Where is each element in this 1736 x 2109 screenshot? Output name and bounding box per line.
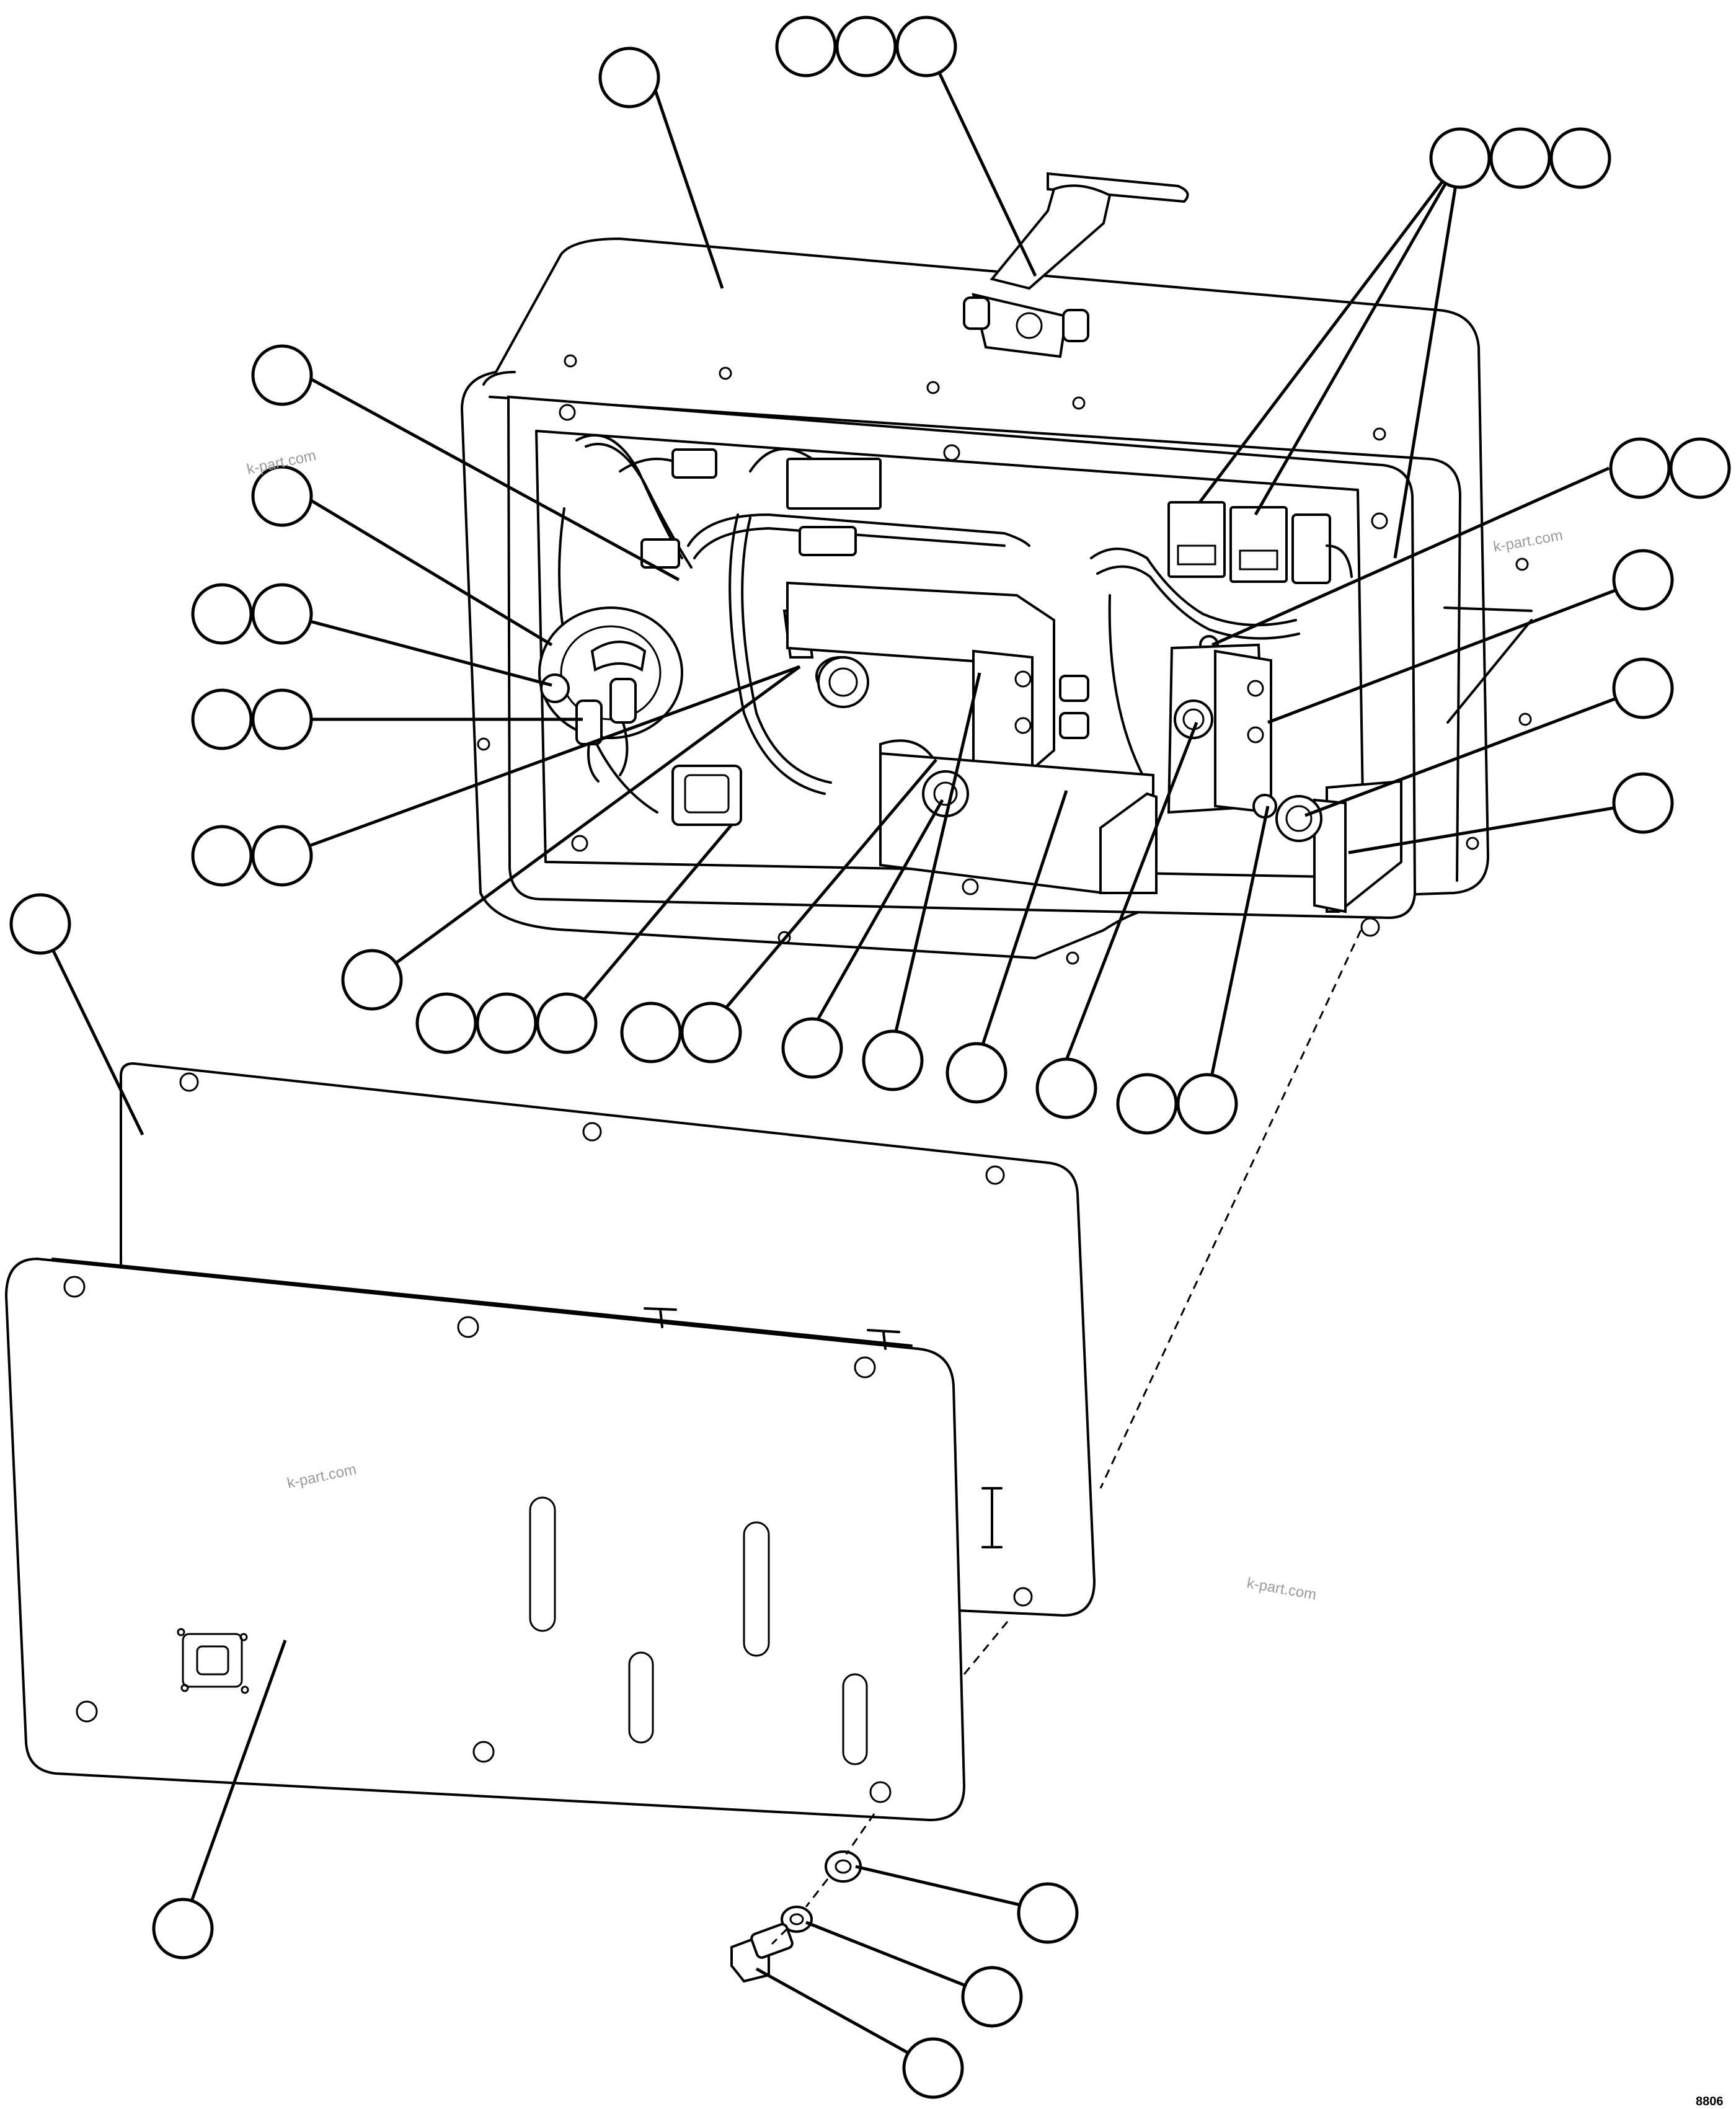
assembly-lines	[771, 930, 1362, 1945]
callout-bubble	[1116, 1073, 1178, 1135]
callout-bubble	[191, 688, 253, 750]
callout-bubble	[341, 949, 403, 1011]
bulkhead-fittings	[817, 656, 1322, 842]
callout-bubble	[251, 825, 313, 887]
callout-bubble	[1612, 549, 1674, 611]
cover-connector-cutout	[177, 1628, 249, 1694]
leader-lines	[38, 45, 1644, 2067]
callout-bubble	[1429, 127, 1491, 189]
callout-bubble	[775, 16, 837, 78]
callout-bubble	[961, 1966, 1023, 2028]
callout-bubble	[1612, 772, 1674, 834]
callout-bubble	[1489, 127, 1551, 189]
callout-bubble	[1549, 127, 1611, 189]
vent-slots	[529, 1496, 868, 1765]
callout-bubble	[781, 1017, 843, 1079]
callout-bubble	[9, 893, 71, 955]
callout-bubble	[902, 2037, 964, 2099]
callout-bubble	[895, 16, 957, 78]
handle-bracket	[963, 172, 1189, 358]
fasteners	[730, 1850, 862, 1983]
callout-bubble	[620, 1001, 682, 1063]
cover-holes	[63, 1276, 892, 1803]
callout-bubble	[191, 825, 253, 887]
callout-bubble	[1669, 437, 1731, 499]
callout-bubble	[415, 992, 477, 1054]
heater-fitting	[538, 606, 683, 783]
callout-bubbles	[9, 16, 1731, 2099]
callout-bubble	[152, 1898, 214, 1960]
callout-bubble	[251, 344, 313, 406]
front-cover	[4, 1257, 966, 1822]
watermark: k-part.com	[1492, 527, 1564, 556]
callout-bubble	[251, 583, 313, 645]
callout-bubble	[1035, 1057, 1097, 1119]
callout-bubble	[251, 688, 313, 750]
callout-bubble	[1609, 437, 1671, 499]
callout-bubble	[835, 16, 897, 78]
drawing-code: 8806	[1696, 2095, 1724, 2108]
callout-bubble	[1176, 1073, 1238, 1135]
callout-bubble	[191, 583, 253, 645]
callout-bubble	[680, 1001, 742, 1063]
callout-bubble	[598, 47, 660, 109]
callout-bubble	[862, 1029, 924, 1091]
callout-bubble	[1612, 657, 1674, 719]
mounting-brackets	[786, 581, 1402, 913]
callout-bubble	[946, 1042, 1008, 1104]
callout-bubble	[476, 992, 538, 1054]
callout-bubble	[1017, 1882, 1079, 1944]
callout-bubble	[251, 465, 313, 527]
callout-bubble	[536, 992, 598, 1054]
watermark: k-part.com	[1246, 1574, 1318, 1603]
relays	[1167, 501, 1353, 655]
